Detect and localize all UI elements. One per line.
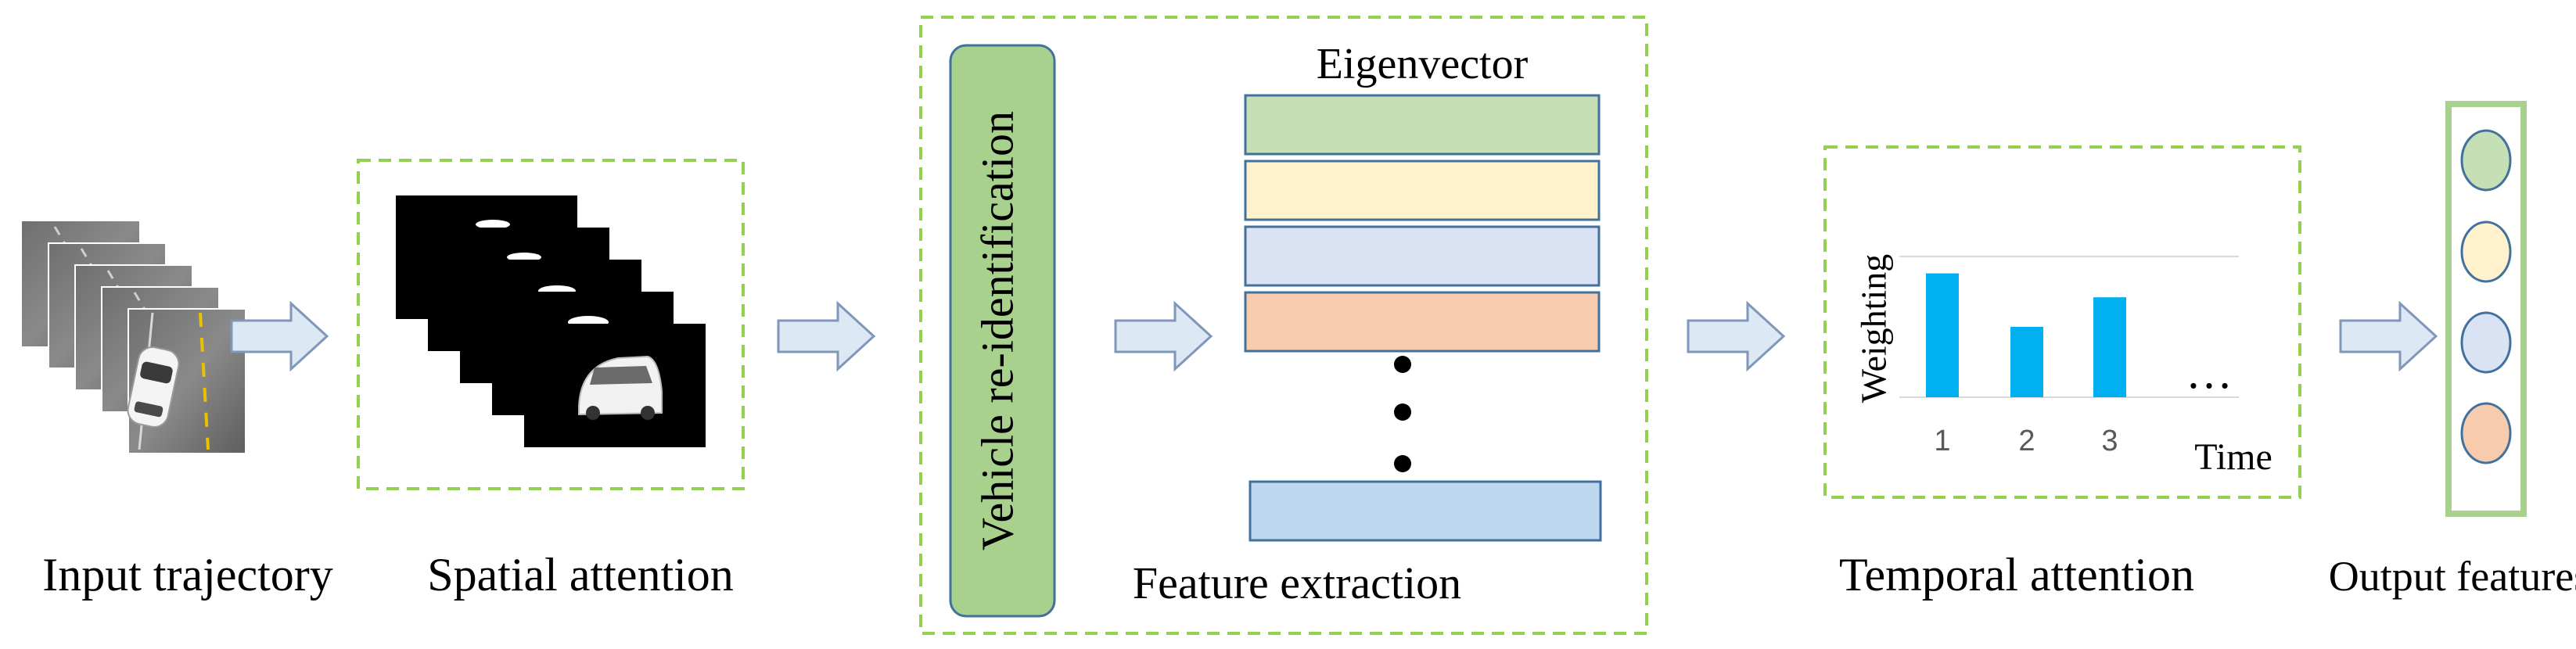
car-image — [578, 355, 663, 420]
vehicle-reid-label: Vehicle re-identification — [972, 111, 1022, 550]
chart-ellipsis: … — [2186, 346, 2233, 398]
chart-bar — [2010, 327, 2043, 397]
temporal-attention-label: Temporal attention — [1839, 549, 2194, 601]
feature-extraction-label: Feature extraction — [1133, 558, 1461, 608]
eigenvector-stack — [1244, 94, 1602, 542]
input-trajectory-frames — [22, 221, 246, 454]
attention-mask-frame — [524, 324, 706, 447]
spatial-attention-label: Spatial attention — [427, 549, 734, 601]
chart-bar — [1926, 273, 1959, 397]
spatial-attention-box — [357, 159, 745, 490]
ellipsis-dot — [1394, 455, 1411, 472]
chart-tick-label: 2 — [2018, 425, 2035, 457]
chart-bar — [2093, 297, 2126, 397]
eigenvector-bar — [1244, 291, 1601, 353]
output-feature-node — [2460, 221, 2512, 283]
output-feature-node — [2460, 402, 2512, 464]
output-features-label: Output features — [2329, 553, 2576, 600]
chart-xlabel: Time — [2194, 436, 2272, 478]
flow-arrow — [2339, 300, 2438, 372]
input-trajectory-label: Input trajectory — [42, 549, 333, 601]
flow-arrow — [1114, 300, 1213, 372]
attention-mask-frames — [396, 195, 706, 447]
eigenvector-bar — [1244, 160, 1601, 221]
output-feature-node — [2460, 311, 2512, 374]
trajectory-frame — [124, 308, 246, 454]
ellipsis-dot — [1394, 356, 1411, 373]
temporal-weight-chart: Weighting 1 2 3 … Time — [1854, 254, 2272, 478]
flow-arrow — [230, 300, 329, 372]
output-features-box — [2445, 101, 2527, 517]
chart-tick-label: 1 — [1934, 425, 1950, 457]
flow-arrow — [1687, 300, 1786, 372]
eigenvector-bar — [1244, 94, 1601, 156]
ellipsis-dot — [1394, 403, 1411, 421]
output-feature-node — [2460, 129, 2512, 192]
flow-arrow — [777, 300, 876, 372]
vehicle-reid-block — [949, 44, 1056, 618]
eigenvector-bar — [1248, 480, 1602, 542]
chart-tick-label: 3 — [2101, 425, 2118, 457]
eigenvector-label: Eigenvector — [1317, 40, 1529, 88]
temporal-attention-box — [1823, 145, 2301, 499]
chart-ylabel: Weighting — [1854, 254, 1894, 403]
eigenvector-bar — [1244, 225, 1601, 287]
